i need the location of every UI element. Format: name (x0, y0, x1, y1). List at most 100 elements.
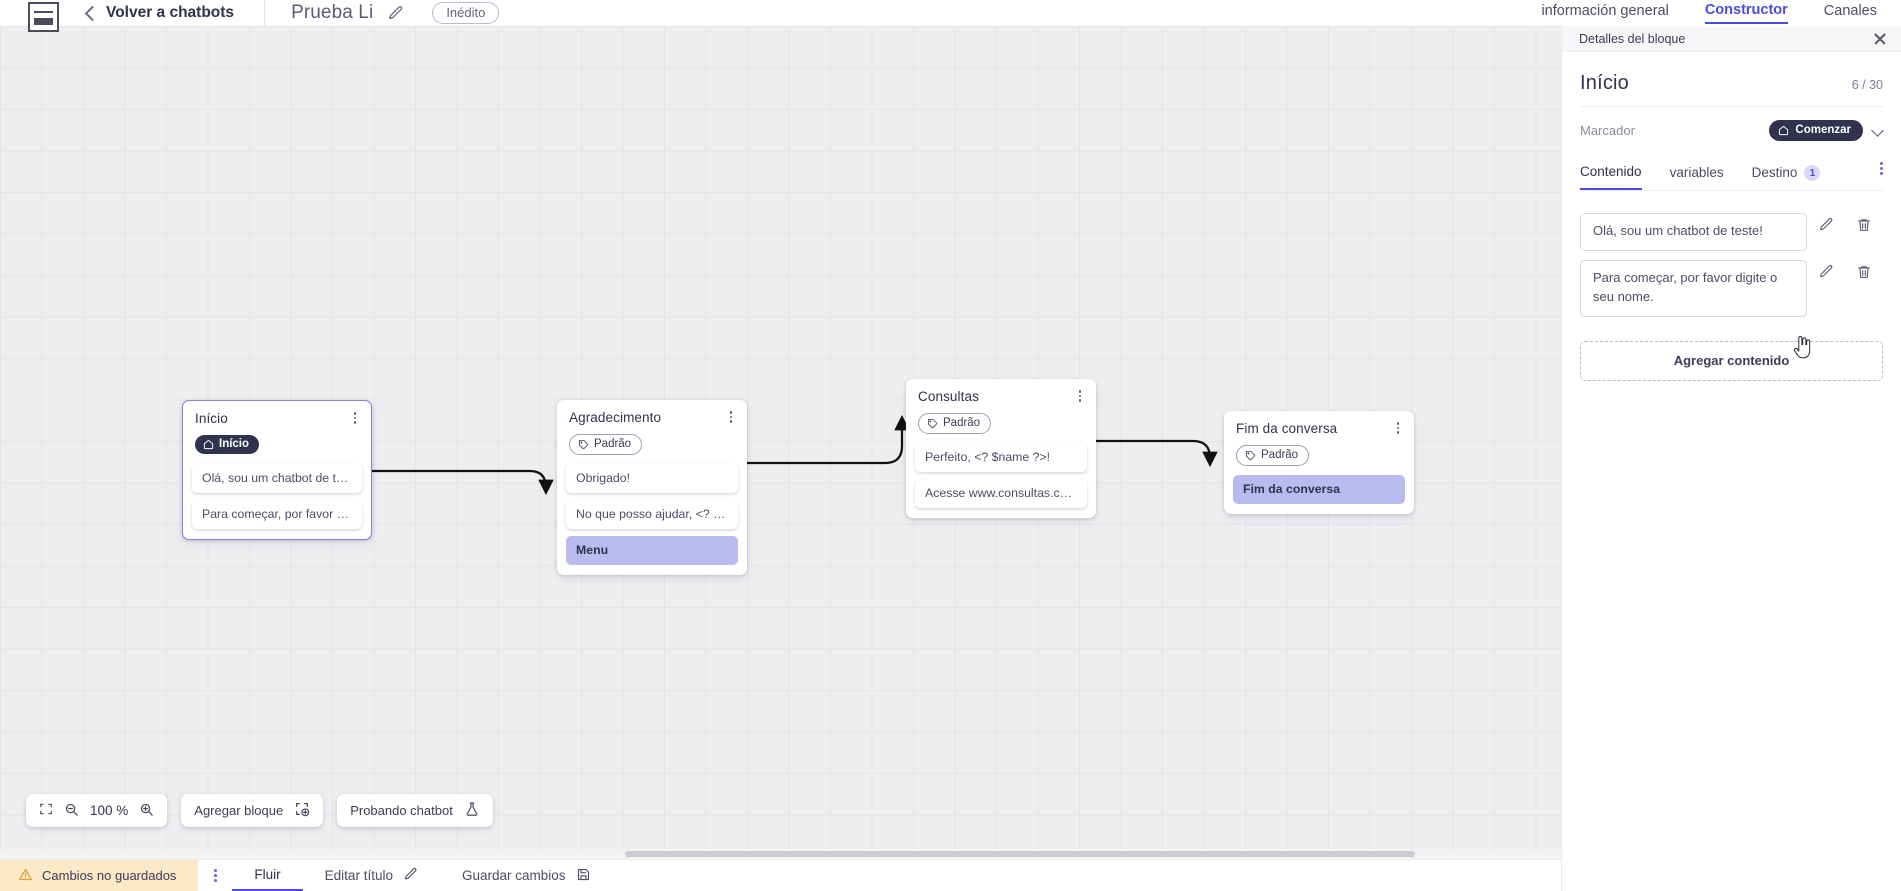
node-message-highlighted[interactable]: Fim da conversa (1233, 475, 1405, 504)
add-content-button[interactable]: Agregar contenido (1580, 340, 1883, 381)
scrollbar-thumb[interactable] (625, 851, 1415, 857)
node-body: Fim da conversa (1224, 475, 1414, 514)
fit-screen-icon[interactable] (39, 802, 53, 819)
zoom-out-icon[interactable] (64, 802, 79, 820)
node-menu-icon[interactable] (1391, 420, 1405, 436)
zoom-controls: 100 % (26, 794, 168, 827)
content-text[interactable]: Para começar, por favor digite o seu nom… (1580, 259, 1807, 317)
zoom-in-icon[interactable] (139, 802, 154, 820)
node-tag-label: Padrão (943, 417, 981, 429)
test-chatbot-label: Probando chatbot (350, 803, 453, 818)
flow-canvas[interactable]: Início Início Olá, sou um chatbot de tes… (0, 26, 1561, 859)
chevron-down-icon[interactable] (1872, 125, 1883, 136)
flow-node-inicio[interactable]: Início Início Olá, sou um chatbot de tes… (182, 400, 372, 540)
add-block-label: Agregar bloque (194, 803, 284, 818)
panel-tabs-menu-icon[interactable] (1880, 161, 1883, 185)
node-message[interactable]: Perfeito, <? $name ?>! (915, 443, 1087, 472)
content-text[interactable]: Olá, sou um chatbot de teste! (1580, 213, 1807, 251)
canvas-horizontal-scrollbar[interactable] (0, 849, 1561, 859)
marker-chip-comenzar[interactable]: Comenzar (1769, 120, 1863, 141)
unsaved-changes-label: Cambios no guardados (42, 868, 177, 883)
node-header: Agradecimento Padrão (557, 400, 747, 464)
node-tag-label: Início (219, 438, 250, 450)
flow-node-fim-da-conversa[interactable]: Fim da conversa Padrão Fim da conversa (1224, 411, 1414, 514)
node-message-highlighted[interactable]: Menu (566, 536, 738, 565)
home-icon (1779, 125, 1789, 135)
panel-body: Início 6 / 30 Marcador Comenzar Contenid… (1562, 52, 1901, 381)
panel-tab-label: Contenido (1580, 164, 1642, 179)
panel-tab-destino[interactable]: Destino 1 (1752, 157, 1821, 190)
panel-header: Detalles del bloque (1562, 26, 1901, 52)
edit-title-button[interactable]: Editar título (303, 860, 440, 891)
flask-icon (464, 801, 480, 820)
logo-icon (27, 2, 59, 32)
node-message[interactable]: No que posso ajudar, <? $name ... (566, 500, 738, 529)
flow-node-consultas[interactable]: Consultas Padrão Perfeito, <? $name ?>! … (906, 379, 1096, 518)
status-badge: Inédito (432, 2, 500, 24)
document-title: Prueba Li (291, 2, 374, 23)
node-menu-icon[interactable] (348, 410, 362, 426)
block-details-panel: Detalles del bloque Início 6 / 30 Marcad… (1561, 26, 1901, 891)
edit-title-pencil-icon[interactable] (387, 5, 404, 22)
close-icon[interactable] (1872, 31, 1888, 47)
node-message[interactable]: Obrigado! (566, 464, 738, 493)
delete-content-icon[interactable] (1845, 217, 1883, 233)
flow-label: Fluir (254, 867, 281, 882)
edge-agradecimento-consultas (747, 414, 910, 465)
node-body: Obrigado! No que posso ajudar, <? $name … (557, 464, 747, 575)
edit-content-icon[interactable] (1807, 217, 1845, 233)
marker-chip-label: Comenzar (1795, 124, 1851, 136)
unsaved-changes-banner: Cambios no guardados (0, 860, 199, 891)
flow-node-agradecimento[interactable]: Agradecimento Padrão Obrigado! No que po… (557, 400, 747, 575)
node-body: Olá, sou um chatbot de teste! Para começ… (183, 463, 371, 539)
panel-tab-label: Destino (1751, 165, 1798, 180)
tab-constructor[interactable]: Constructor (1704, 2, 1788, 24)
panel-tab-contenido[interactable]: Contenido (1580, 156, 1642, 190)
delete-content-icon[interactable] (1845, 264, 1883, 280)
save-changes-button[interactable]: Guardar cambios (440, 860, 613, 891)
content-item: Olá, sou um chatbot de teste! (1580, 213, 1883, 251)
add-block-button[interactable]: Agregar bloque (181, 794, 324, 827)
test-chatbot-button[interactable]: Probando chatbot (337, 794, 493, 827)
node-message[interactable]: Olá, sou um chatbot de teste! (192, 463, 362, 493)
canvas-toolbar: 100 % Agregar bloque Probando chatbot (26, 794, 493, 827)
tag-icon (927, 418, 938, 428)
back-label: Volver a chatbots (106, 4, 235, 21)
header-divider (264, 0, 266, 26)
panel-tab-variables[interactable]: variables (1670, 157, 1724, 189)
panel-tab-label: variables (1669, 165, 1724, 180)
warning-icon (18, 867, 33, 885)
status-bar-menu-icon[interactable] (198, 860, 232, 891)
node-menu-icon[interactable] (724, 409, 738, 425)
marker-controls: Comenzar (1769, 120, 1883, 141)
node-menu-icon[interactable] (1073, 388, 1087, 404)
node-tag: Padrão (1236, 445, 1310, 466)
app-logo[interactable] (26, 0, 60, 32)
marker-label: Marcador (1580, 123, 1635, 138)
node-title: Fim da conversa (1236, 421, 1338, 436)
status-tab-fluir[interactable]: Fluir (232, 860, 303, 891)
node-tag: Padrão (918, 413, 992, 434)
panel-title: Detalles del bloque (1579, 31, 1686, 46)
tab-canales[interactable]: Canales (1823, 3, 1877, 19)
panel-title-row: Início 6 / 30 (1580, 52, 1883, 107)
back-to-chatbots-link[interactable]: Volver a chatbots (84, 4, 234, 22)
node-header: Fim da conversa Padrão (1224, 411, 1414, 475)
node-body: Perfeito, <? $name ?>! Acesse www.consul… (906, 443, 1096, 518)
content-list: Olá, sou um chatbot de teste! Para começ… (1580, 191, 1883, 317)
edit-title-label: Editar título (324, 868, 393, 883)
node-message[interactable]: Para começar, por favor digite o ... (192, 499, 362, 529)
tag-icon (578, 439, 589, 449)
add-block-icon (294, 801, 310, 820)
home-icon (203, 439, 214, 449)
block-count: 6 / 30 (1851, 78, 1883, 92)
zoom-level: 100 % (90, 803, 129, 818)
edge-inicio-agradecimento (372, 469, 554, 496)
marker-row: Marcador Comenzar (1580, 107, 1883, 152)
tab-informacion-general[interactable]: información general (1541, 3, 1669, 19)
edit-content-icon[interactable] (1807, 264, 1845, 280)
status-bar: Cambios no guardados Fluir Editar título… (0, 859, 1561, 891)
content-actions (1807, 260, 1883, 280)
node-message[interactable]: Acesse www.consultas.com par... (915, 479, 1087, 508)
